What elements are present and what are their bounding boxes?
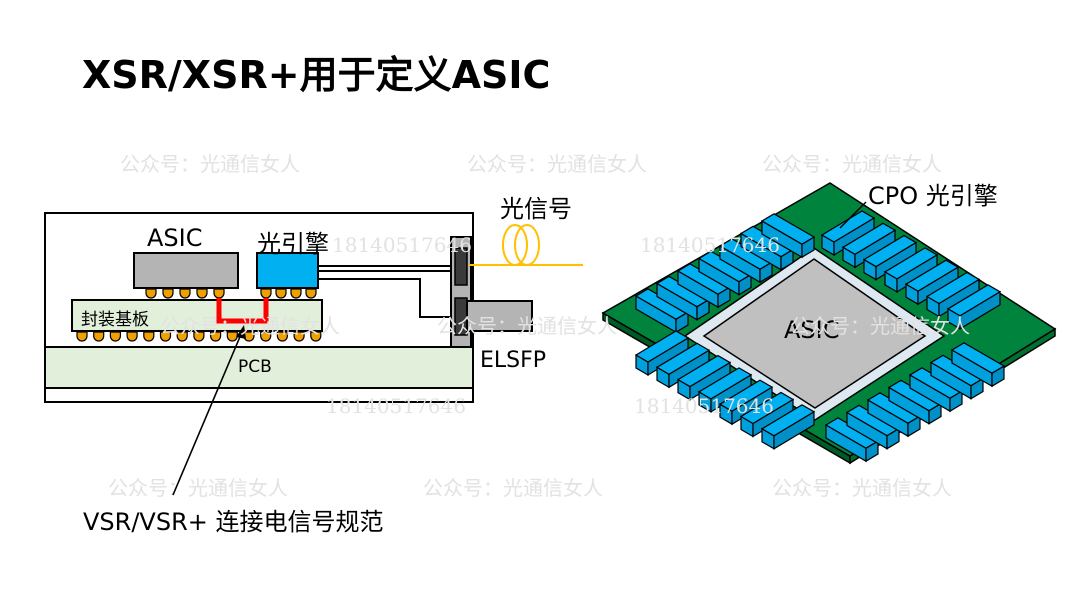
left-package-diagram xyxy=(44,212,583,496)
solder-ball xyxy=(93,331,105,342)
package-substrate xyxy=(71,299,323,332)
solder-ball xyxy=(176,331,188,342)
engine-face xyxy=(739,391,795,425)
solder-ball xyxy=(145,288,157,299)
callout-arrowhead xyxy=(236,325,246,339)
right-cpo-diagram xyxy=(601,182,1057,465)
engine-face xyxy=(950,342,1006,374)
cpo-optical-engine xyxy=(718,238,774,284)
engine-face xyxy=(718,379,774,412)
cpo-optical-engine xyxy=(760,404,816,450)
pcb-board xyxy=(44,346,474,389)
cpo-optical-engine xyxy=(883,247,939,293)
elsfp-connector-port xyxy=(454,297,468,336)
optical-signal-label: 光信号 xyxy=(500,195,572,223)
solder-ball xyxy=(305,288,317,299)
solder-ball xyxy=(193,331,205,342)
cpo-optical-engine xyxy=(862,234,918,281)
asic-chip xyxy=(133,252,239,289)
cpo-optical-engine xyxy=(634,288,690,334)
elsfp-label: ELSFP xyxy=(480,348,547,373)
engine-face xyxy=(676,354,732,388)
cpo-optical-engine xyxy=(655,342,711,389)
solder-ball xyxy=(196,288,208,299)
solder-ball xyxy=(210,331,222,342)
fiber-coil xyxy=(514,224,540,266)
cpo-optical-engine xyxy=(950,342,1006,388)
pcb-label: PCB xyxy=(238,357,272,377)
solder-ball xyxy=(293,331,305,342)
solder-ball xyxy=(126,331,138,342)
engine-face xyxy=(841,222,897,255)
cpo-engine-label: CPO 光引擎 xyxy=(868,182,998,210)
solder-ball xyxy=(276,331,288,342)
substrate-label: 封装基板 xyxy=(81,310,149,330)
cpo-optical-engine xyxy=(841,222,897,269)
solder-ball xyxy=(260,288,272,299)
cpo-optical-engine xyxy=(718,379,774,426)
solder-ball xyxy=(76,331,88,342)
solder-ball xyxy=(290,288,302,299)
cpo-optical-engine xyxy=(760,213,816,259)
cpo-optical-engine xyxy=(820,210,876,257)
engine-face xyxy=(655,342,711,375)
engine-face xyxy=(760,404,816,437)
asic-die xyxy=(702,258,927,409)
solder-ball xyxy=(310,331,322,342)
cpo-optical-engine xyxy=(676,263,732,309)
fiber-coil xyxy=(502,224,528,266)
solder-ball xyxy=(143,331,155,342)
solder-ball xyxy=(159,331,172,342)
cpo-optical-engine xyxy=(929,354,985,400)
optical-engine-label: 光引擎 xyxy=(257,230,329,258)
vsr-callout-label: VSR/VSR+ 连接电信号规范 xyxy=(83,508,384,536)
solder-ball xyxy=(162,288,174,299)
page-title: XSR/XSR+用于定义ASIC xyxy=(82,53,551,97)
cpo-optical-engine xyxy=(925,271,981,318)
cpo-optical-engine xyxy=(845,404,901,450)
solder-ball xyxy=(213,288,225,299)
callout-arrow-line xyxy=(172,331,243,496)
cpo-optical-engine xyxy=(904,259,960,306)
cpo-optical-engine xyxy=(946,284,1002,330)
elsfp-module xyxy=(466,300,533,332)
engine-face xyxy=(883,247,939,280)
optical-engine-chip xyxy=(256,252,319,289)
fiber-connector-port xyxy=(454,247,468,286)
cpo-optical-engine xyxy=(908,367,964,413)
engine-face xyxy=(697,367,753,400)
electrical-signal-trace xyxy=(216,298,269,324)
right-asic-label: ASIC xyxy=(784,316,840,344)
engine-face xyxy=(760,213,816,245)
solder-ball xyxy=(275,288,287,299)
solder-ball xyxy=(260,331,272,342)
cpo-optical-engine xyxy=(697,250,753,296)
engine-face xyxy=(904,259,960,292)
engine-face xyxy=(925,271,981,305)
solder-ball xyxy=(109,331,121,342)
cpo-callout-line xyxy=(839,201,867,229)
laser-feed-line xyxy=(318,278,451,318)
cpo-optical-engines xyxy=(634,210,1006,463)
engine-face xyxy=(862,234,918,268)
solder-ball xyxy=(179,288,191,299)
engine-face xyxy=(634,330,690,363)
asic-label: ASIC xyxy=(147,224,203,252)
engine-face xyxy=(946,284,1002,317)
solder-ball xyxy=(226,331,238,342)
cpo-optical-engine xyxy=(634,330,690,377)
solder-balls xyxy=(76,288,322,342)
